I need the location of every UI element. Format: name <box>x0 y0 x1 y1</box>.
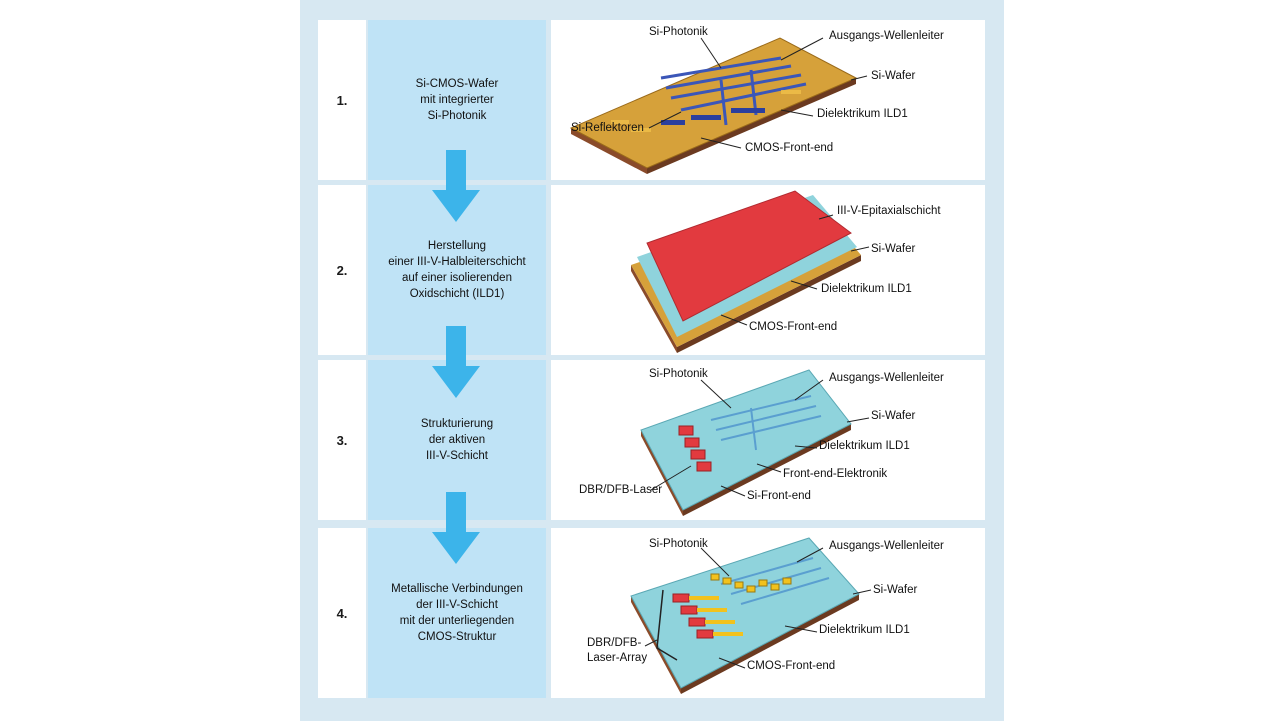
label-cmos-front-end: CMOS-Front-end <box>747 660 836 672</box>
wafer-structured <box>640 369 870 516</box>
step-illustration: Si-Photonik Ausgangs-Wellenleiter Si-Waf… <box>551 20 985 180</box>
label-ausgangs-wellenleiter: Ausgangs-Wellenleiter <box>829 372 944 384</box>
label-si-wafer: Si-Wafer <box>871 410 916 422</box>
label-si-wafer: Si-Wafer <box>871 70 916 82</box>
wafer-cmos-photonik <box>569 37 868 174</box>
label-dielektrikum: Dielektrikum ILD1 <box>819 440 910 452</box>
step-row-4: 4. Metallische Verbindungen der III-V-Sc… <box>318 528 985 698</box>
label-dbr-dfb-laser-array: DBR/DFB- Laser-Array <box>587 637 648 664</box>
step-number: 1. <box>318 20 366 180</box>
label-iii-v-epitaxialschicht: III-V-Epitaxialschicht <box>837 205 941 217</box>
step-row-1: 1. Si-CMOS-Wafer mit integrierter Si-Pho… <box>318 20 985 180</box>
label-dielektrikum: Dielektrikum ILD1 <box>819 624 910 636</box>
step-number: 3. <box>318 360 366 520</box>
label-ausgangs-wellenleiter: Ausgangs-Wellenleiter <box>829 30 944 42</box>
step-text: Strukturierung der aktiven III-V-Schicht <box>420 418 494 462</box>
label-dbr-dfb-laser: DBR/DFB-Laser <box>579 484 663 496</box>
down-arrow-icon <box>432 150 480 222</box>
wafer-metal-connections <box>630 537 872 694</box>
step-description: Si-CMOS-Wafer mit integrierter Si-Photon… <box>368 20 546 180</box>
label-front-end-elektronik: Front-end-Elektronik <box>783 468 888 480</box>
step-illustration: Si-Photonik Ausgangs-Wellenleiter Si-Waf… <box>551 360 985 520</box>
label-si-wafer: Si-Wafer <box>873 584 918 596</box>
label-si-photonik: Si-Photonik <box>649 368 708 380</box>
down-arrow-icon <box>432 492 480 564</box>
label-si-front-end: Si-Front-end <box>747 490 811 502</box>
step-illustration: Si-Photonik Ausgangs-Wellenleiter Si-Waf… <box>551 528 985 698</box>
label-si-reflektoren: Si-Reflektoren <box>571 122 644 134</box>
down-arrow-icon <box>432 326 480 398</box>
step-number: 2. <box>318 185 366 355</box>
wafer-epitaxial <box>631 190 870 353</box>
step-row-2: 2. Herstellung einer III-V-Halbleitersch… <box>318 185 985 355</box>
label-ausgangs-wellenleiter: Ausgangs-Wellenleiter <box>829 540 944 552</box>
label-cmos-front-end: CMOS-Front-end <box>745 142 834 154</box>
step-description: Metallische Verbindungen der III-V-Schic… <box>368 528 546 698</box>
step-text: Herstellung einer III-V-Halbleiterschich… <box>388 240 526 300</box>
step-row-3: 3. Strukturierung der aktiven III-V-Schi… <box>318 360 985 520</box>
label-cmos-front-end: CMOS-Front-end <box>749 321 838 333</box>
step-text: Si-CMOS-Wafer mit integrierter Si-Photon… <box>415 78 499 122</box>
step-illustration: III-V-Epitaxialschicht Si-Wafer Dielektr… <box>551 185 985 355</box>
label-si-wafer: Si-Wafer <box>871 243 916 255</box>
label-dielektrikum: Dielektrikum ILD1 <box>821 283 912 295</box>
step-number: 4. <box>318 528 366 698</box>
label-si-photonik: Si-Photonik <box>649 538 708 550</box>
step-text: Metallische Verbindungen der III-V-Schic… <box>391 583 523 643</box>
label-si-photonik: Si-Photonik <box>649 26 708 38</box>
label-dielektrikum: Dielektrikum ILD1 <box>817 108 908 120</box>
